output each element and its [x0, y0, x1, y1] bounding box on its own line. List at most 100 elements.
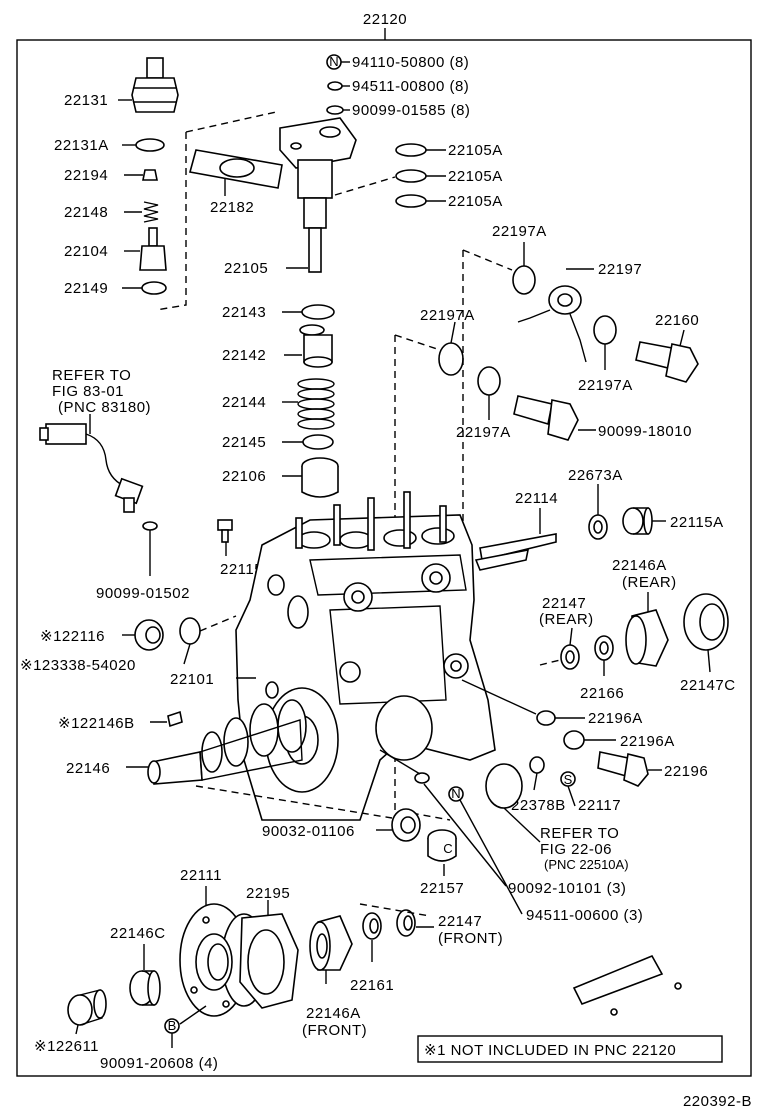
name-plate — [572, 954, 682, 1016]
bolt-90099-18010 — [513, 395, 579, 441]
gasket-22378B — [529, 756, 545, 774]
bushing-122611 — [67, 989, 107, 1026]
label-22142: 22142 — [222, 347, 266, 364]
label-22146B: ※122146B — [58, 715, 135, 732]
label-22147-front-a: 22147 — [438, 913, 482, 930]
label-22144: 22144 — [222, 394, 266, 411]
washer-22196A-2 — [563, 730, 585, 750]
housing-studs — [295, 491, 447, 551]
label-90099-a: 90099-01585 (8) — [352, 102, 470, 119]
washer-94511 — [327, 81, 343, 91]
gasket-plate-22182 — [188, 149, 283, 189]
label-22146A-front-a: 22146A — [306, 1005, 361, 1022]
label-22104: 22104 — [64, 243, 108, 260]
label-22147-rear-a: 22147 — [542, 595, 586, 612]
refer-text-1a: REFER TO — [52, 367, 131, 384]
delivery-valve-22104 — [139, 227, 167, 271]
label-22115: 22115 — [220, 561, 263, 578]
race-22147C — [683, 593, 729, 651]
label-22182: 22182 — [210, 199, 254, 216]
key-22146B — [167, 710, 183, 728]
label-22131A: 22131A — [54, 137, 109, 154]
bearing-22146A-rear — [625, 609, 669, 667]
label-94511-b: 94511-00600 (3) — [526, 907, 643, 924]
spring-22148 — [143, 201, 159, 223]
seal-22116 — [134, 619, 164, 651]
pipe-22197 — [517, 248, 587, 363]
svg-text:N: N — [329, 54, 338, 69]
label-22145: 22145 — [222, 434, 266, 451]
label-22105A-2: 22105A — [448, 168, 503, 185]
footer-code: 220392-B — [683, 1093, 752, 1110]
race-22147-rear — [560, 644, 580, 670]
screw-22115 — [217, 519, 233, 543]
stopper-22194 — [142, 169, 158, 181]
label-22197A-right: 22197A — [578, 377, 633, 394]
label-22197: 22197 — [598, 261, 642, 278]
b-symbol: B — [164, 1018, 180, 1034]
label-22157: 22157 — [420, 880, 464, 897]
washer-22196A-1 — [536, 710, 556, 726]
label-22115A: 22115A — [670, 514, 724, 531]
label-22146C: 22146C — [110, 925, 166, 942]
label-90092: 90092-10101 (3) — [508, 880, 626, 897]
label-122611: ※122611 — [34, 1038, 99, 1055]
label-22147C: 22147C — [680, 677, 736, 694]
label-22196: 22196 — [664, 763, 708, 780]
spring-22144 — [297, 378, 335, 430]
refer-text-2b: FIG 22-06 — [540, 841, 612, 858]
label-22195: 22195 — [246, 885, 290, 902]
label-22197A-low: 22197A — [456, 424, 511, 441]
label-22116: ※122116 — [40, 628, 105, 645]
washer-90099 — [326, 105, 344, 115]
n-symbol-2: N — [448, 786, 464, 802]
bearing-22146C — [129, 970, 161, 1006]
ring-22105A-2 — [395, 169, 427, 183]
label-22149: 22149 — [64, 280, 108, 297]
lever-22114 — [474, 533, 557, 571]
label-22146A-rear-a: 22146A — [612, 557, 667, 574]
label-22673A: 22673A — [568, 467, 623, 484]
svg-text:C: C — [443, 841, 452, 856]
nut-symbol: N — [326, 54, 342, 70]
seat-22145 — [302, 434, 334, 450]
gasket-22149 — [141, 281, 167, 295]
label-22117: 22117 — [578, 797, 621, 814]
label-22146A-front-b: (FRONT) — [302, 1022, 367, 1039]
pump-housing-22101 — [235, 514, 496, 821]
ring-123338 — [179, 617, 201, 645]
bushing-22115A — [622, 507, 653, 535]
gasket-22197A-mid — [438, 342, 464, 376]
label-123338: ※123338-54020 — [20, 657, 136, 674]
label-22166: 22166 — [580, 685, 624, 702]
label-22160: 22160 — [655, 312, 699, 329]
label-22161: 22161 — [350, 977, 394, 994]
svg-text:S: S — [564, 772, 573, 787]
label-22194: 22194 — [64, 167, 108, 184]
bearing-22146A-front — [309, 915, 353, 971]
label-22105A-3: 22105A — [448, 193, 503, 210]
label-94110: 94110-50800 (8) — [352, 54, 469, 71]
note-text: ※1 NOT INCLUDED IN PNC 22120 — [424, 1042, 676, 1059]
sleeve-22142 — [299, 324, 333, 368]
svg-text:B: B — [168, 1018, 177, 1033]
washer-90092 — [414, 772, 430, 784]
label-22197A-top: 22197A — [492, 223, 547, 240]
bolt-22196 — [597, 751, 649, 787]
camshaft-22146 — [147, 699, 307, 785]
label-22131: 22131 — [64, 92, 108, 109]
bolt-22160 — [635, 341, 699, 383]
main-part-number: 22120 — [363, 11, 407, 28]
svg-text:N: N — [451, 786, 460, 801]
seal-90032 — [391, 808, 421, 842]
ring-22105A-3 — [395, 194, 427, 208]
cap-22157: C — [427, 829, 457, 862]
label-90099-c: 90099-01502 — [96, 585, 190, 602]
gasket-22197A-low — [477, 366, 501, 396]
label-22101: 22101 — [170, 671, 214, 688]
label-22196A-2: 22196A — [620, 733, 675, 750]
seat-22143 — [301, 304, 335, 320]
label-22378B: 22378B — [511, 797, 566, 814]
s-symbol: S — [560, 771, 576, 787]
